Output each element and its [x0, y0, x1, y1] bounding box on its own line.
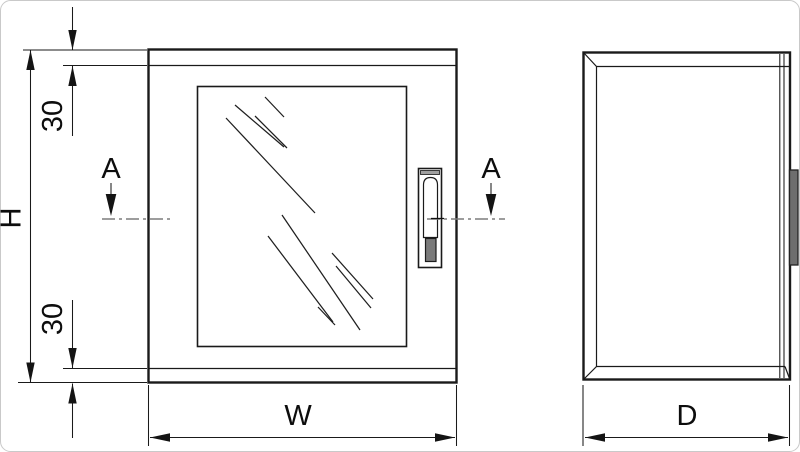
dimension-bottom-offset: 30 [37, 300, 147, 438]
section-a-right-label: A [481, 153, 501, 185]
d-arrow-left-icon [585, 433, 605, 442]
bottom30-arrow-up-icon [68, 383, 77, 404]
section-a-left-arrow-icon [105, 194, 117, 216]
d-arrow-right-icon [768, 433, 788, 442]
bottom-offset-label: 30 [37, 303, 69, 335]
section-a-left-label: A [101, 153, 121, 185]
top30-arrow-down-icon [68, 30, 77, 50]
bottom-right-chamfer [784, 366, 791, 379]
handle-grip [422, 176, 439, 239]
dimension-depth: D [582, 385, 791, 446]
handle-top-cap [420, 170, 440, 175]
bottom-left-chamfer [583, 366, 597, 380]
enclosure-side-body [582, 51, 792, 381]
top30-arrow-up-icon [68, 66, 77, 86]
front-view [147, 48, 458, 384]
glazed-door-window [196, 85, 408, 348]
glass-reflection-lines [225, 96, 374, 331]
top-offset-label: 30 [37, 100, 69, 132]
height-label: H [0, 208, 28, 229]
handle-side-profile [788, 169, 799, 266]
depth-label: D [677, 400, 698, 432]
top-left-chamfer [583, 52, 597, 67]
w-arrow-right-icon [435, 433, 455, 442]
section-marker-left: A [101, 153, 172, 220]
dimension-width: W [147, 385, 458, 446]
width-label: W [284, 400, 312, 432]
section-marker-right: A [427, 153, 505, 220]
bottom30-arrow-down-icon [68, 348, 77, 368]
side-view [582, 51, 799, 381]
enclosure-front-body [147, 48, 458, 384]
section-a-right-arrow-icon [485, 194, 497, 216]
handle-lock-insert [424, 237, 437, 263]
h-arrow-down-icon [26, 362, 35, 383]
dimension-height: H [0, 49, 147, 384]
dimension-top-offset: 30 [37, 7, 147, 136]
h-arrow-up-icon [26, 50, 35, 70]
w-arrow-left-icon [150, 433, 170, 442]
